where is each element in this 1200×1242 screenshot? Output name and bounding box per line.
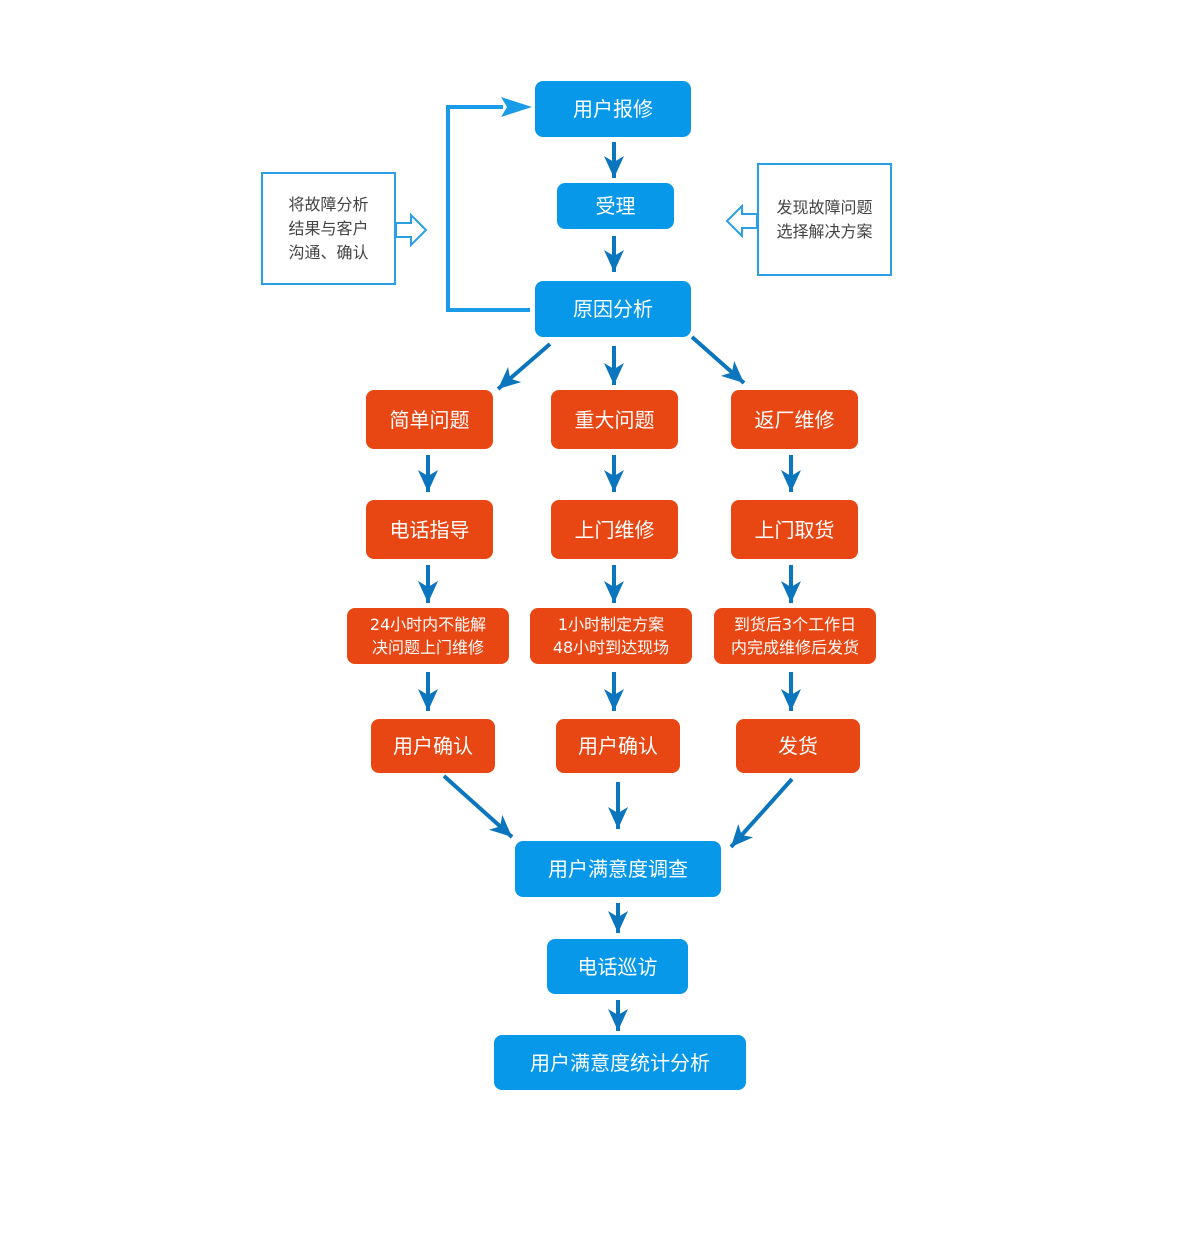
detail-line: 决问题上门维修 [371,638,484,657]
node-factory-step: 上门取货 [731,500,858,559]
node-phone-visit: 电话巡访 [547,939,688,994]
loop-arrowhead [501,97,532,117]
left-note: 将故障分析 结果与客户 沟通、确认 [261,172,396,285]
detail-line: 到货后3个工作日 [733,615,857,634]
arrow-analysis-to-factory [690,335,746,385]
detail-line: 48小时到达现场 [552,638,670,657]
node-major-title: 重大问题 [551,390,678,449]
right-note-line: 发现故障问题 [776,197,873,217]
node-simple-end: 用户确认 [371,719,495,773]
arrow-factory-to-survey [729,777,794,849]
left-note-line: 沟通、确认 [288,242,369,262]
detail-line: 1小时制定方案 [557,615,665,634]
left-note-hollow-arrow-icon [395,212,428,248]
node-statistics: 用户满意度统计分析 [494,1035,746,1090]
node-major-detail: 1小时制定方案 48小时到达现场 [530,608,692,664]
node-analysis: 原因分析 [535,281,691,337]
left-note-line: 结果与客户 [288,218,369,238]
right-note-hollow-arrow-icon [725,203,758,239]
detail-line: 24小时内不能解 [369,615,487,634]
node-simple-detail: 24小时内不能解 决问题上门维修 [347,608,509,664]
node-major-end: 用户确认 [556,719,680,773]
arrow-analysis-loop-to-report [446,105,530,312]
node-factory-end: 发货 [736,719,860,773]
node-simple-step: 电话指导 [366,500,493,559]
node-survey: 用户满意度调查 [515,841,721,897]
node-factory-detail: 到货后3个工作日 内完成维修后发货 [714,608,876,664]
node-accept: 受理 [557,183,674,229]
node-simple-title: 简单问题 [366,390,493,449]
right-note: 发现故障问题 选择解决方案 [757,163,892,276]
node-major-step: 上门维修 [551,500,678,559]
arrow-simple-to-survey [442,774,514,839]
node-report: 用户报修 [535,81,691,137]
arrow-analysis-to-simple [496,342,552,391]
detail-line: 内完成维修后发货 [730,638,859,657]
left-note-line: 将故障分析 [288,194,369,214]
right-note-line: 选择解决方案 [776,221,873,241]
node-factory-title: 返厂维修 [731,390,858,449]
